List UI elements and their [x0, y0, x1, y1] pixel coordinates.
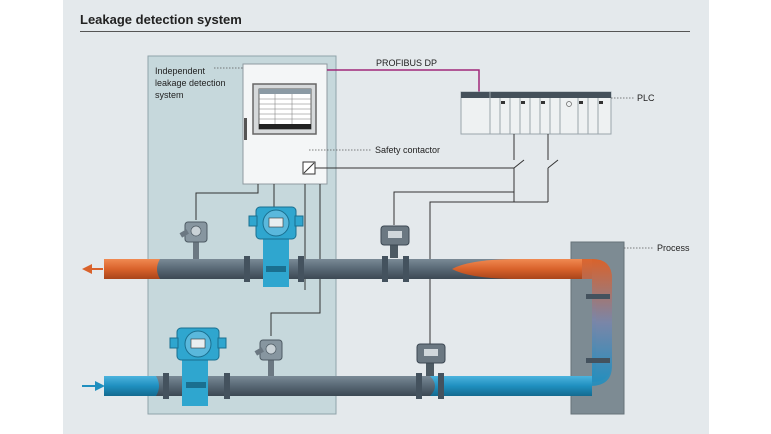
system-label-line3: system: [155, 90, 184, 100]
upper-pipe: [104, 256, 592, 282]
plc-label: PLC: [637, 93, 655, 103]
bend-clamp: [586, 358, 610, 363]
diagram-title: Leakage detection system: [80, 12, 242, 27]
plc-rack: [460, 91, 612, 135]
arrow-icon: [82, 381, 105, 391]
safety-contactor-icon: [302, 161, 316, 175]
valve-actuator-icon: [380, 225, 410, 258]
plc-switch-contacts: [513, 134, 559, 202]
label-leaders: [214, 67, 654, 249]
controller-screen-icon: [252, 83, 317, 135]
cabinet-handle: [244, 118, 247, 140]
signal-wiring: [195, 167, 548, 350]
profibus-label: PROFIBUS DP: [376, 58, 437, 68]
flowmeter-icon: [248, 206, 304, 287]
system-label-line2: leakage detection: [155, 78, 226, 88]
pipe-bend-inner: [582, 259, 612, 386]
flowmeter-icon: [169, 327, 227, 406]
system-label-line1: Independent: [155, 66, 206, 76]
pressure-sensor-icon: [254, 339, 283, 376]
profibus-line: [327, 69, 480, 92]
safety-contactor-label: Safety contactor: [375, 145, 440, 155]
pressure-sensor-icon: [179, 221, 208, 259]
process-label: Process: [657, 243, 690, 253]
lower-pipe: [104, 373, 592, 399]
title-underline: [80, 31, 690, 32]
arrow-icon: [82, 264, 103, 274]
bend-clamp: [586, 294, 610, 299]
valve-actuator-icon: [416, 343, 446, 376]
